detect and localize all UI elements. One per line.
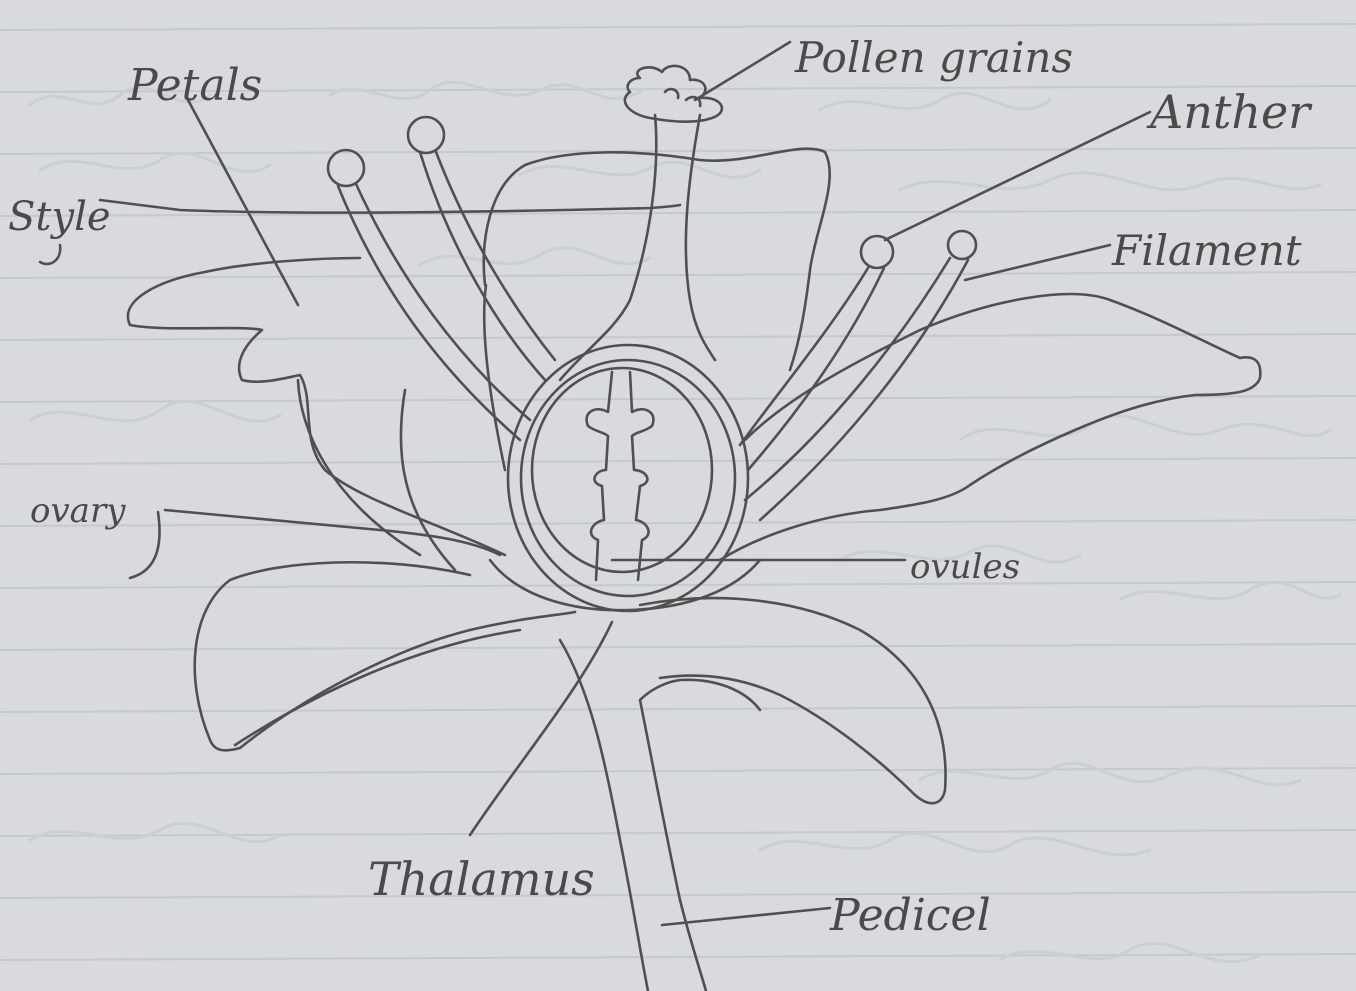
label-style: Style — [8, 194, 111, 240]
label-ovary: ovary — [30, 491, 126, 531]
label-thalamus: Thalamus — [368, 852, 595, 906]
label-anther: Anther — [1146, 85, 1313, 139]
label-ovules: ovules — [910, 547, 1020, 587]
label-pollen-grains: Pollen grains — [794, 33, 1073, 82]
label-pedicel: Pedicel — [829, 890, 991, 941]
label-filament: Filament — [1111, 226, 1302, 275]
label-petals: Petals — [127, 60, 262, 111]
